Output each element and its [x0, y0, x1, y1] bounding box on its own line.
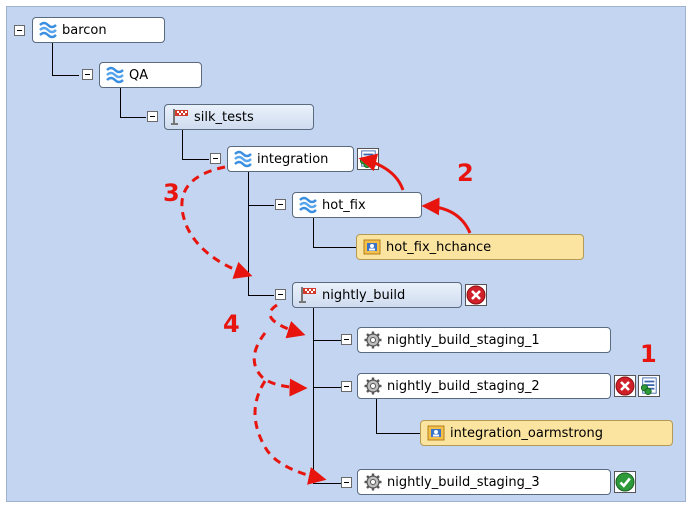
node-label: nightly_build_staging_3	[387, 474, 540, 490]
green-check-icon[interactable]	[614, 471, 636, 493]
connector-line	[313, 387, 341, 388]
tree-diagram-canvas: barcon QA silk_tests integration hot_fix…	[6, 6, 686, 502]
tree-node-integration-oarmstrong[interactable]: integration_oarmstrong	[420, 420, 673, 446]
connector-line	[313, 483, 341, 484]
callout-2: 2	[457, 159, 474, 187]
tree-node-qa[interactable]: QA	[99, 62, 202, 88]
connector-line	[313, 340, 341, 341]
tree-node-staging-3[interactable]: nightly_build_staging_3	[357, 469, 611, 495]
collapse-toggle[interactable]	[275, 289, 286, 300]
connector-line	[120, 87, 121, 117]
tree-node-hot-fix[interactable]: hot_fix	[292, 192, 422, 218]
tree-node-hot-fix-hchance[interactable]: hot_fix_hchance	[356, 234, 584, 260]
connector-line	[376, 433, 420, 434]
node-label: barcon	[62, 22, 107, 38]
red-x-icon[interactable]	[614, 375, 636, 397]
annotation-arrows	[180, 153, 472, 485]
connector-line	[376, 399, 377, 433]
connector-line	[248, 295, 274, 296]
arrow-4b	[252, 332, 308, 397]
collapse-toggle[interactable]	[14, 25, 25, 36]
connector-line	[313, 247, 356, 248]
connector-line	[52, 42, 53, 76]
node-label: QA	[129, 67, 149, 83]
collapse-toggle[interactable]	[275, 199, 286, 210]
tree-node-barcon[interactable]: barcon	[32, 17, 165, 43]
node-label: nightly_build_staging_2	[387, 378, 540, 394]
collapse-toggle[interactable]	[341, 334, 352, 345]
tree-node-staging-2[interactable]: nightly_build_staging_2	[357, 373, 611, 399]
collapse-toggle[interactable]	[341, 381, 352, 392]
node-label: nightly_build_staging_1	[387, 332, 540, 348]
tree-node-integration[interactable]: integration	[227, 146, 354, 172]
arrow-3	[180, 165, 253, 279]
connector-line	[313, 217, 314, 247]
connector-line	[248, 171, 249, 295]
arrow-2a	[421, 197, 472, 234]
callout-1: 1	[640, 340, 657, 368]
results-grid-icon[interactable]	[638, 375, 660, 397]
node-label: hot_fix	[322, 197, 366, 213]
callout-4: 4	[223, 310, 240, 338]
node-label: hot_fix_hchance	[386, 239, 492, 255]
collapse-toggle[interactable]	[82, 69, 93, 80]
tree-node-staging-1[interactable]: nightly_build_staging_1	[357, 327, 611, 353]
connector-line	[313, 307, 314, 483]
collapse-toggle[interactable]	[147, 111, 158, 122]
red-x-icon[interactable]	[465, 284, 487, 306]
collapse-toggle[interactable]	[210, 153, 221, 164]
arrow-4c	[253, 380, 327, 485]
connector-line	[248, 205, 274, 206]
node-label: integration_oarmstrong	[450, 425, 603, 441]
callout-3: 3	[163, 179, 180, 207]
collapse-toggle[interactable]	[341, 477, 352, 488]
node-label: nightly_build	[322, 287, 406, 303]
tree-node-silk-tests[interactable]: silk_tests	[164, 104, 314, 130]
node-label: silk_tests	[194, 109, 254, 125]
connector-line	[120, 117, 146, 118]
connector-line	[182, 159, 209, 160]
node-label: integration	[257, 151, 329, 167]
connector-line	[52, 75, 79, 76]
arrow-2b	[358, 153, 405, 191]
tree-node-nightly-build[interactable]: nightly_build	[292, 282, 462, 308]
connector-line	[182, 129, 183, 159]
arrow-4a	[268, 303, 306, 339]
